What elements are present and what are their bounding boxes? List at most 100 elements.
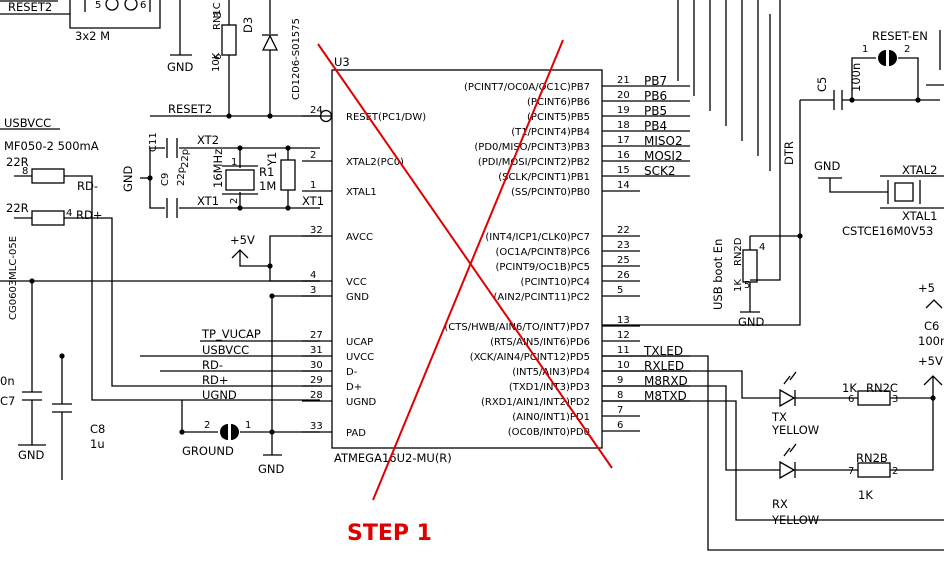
rn1c-val: 10K: [211, 52, 222, 72]
c7-ref: C7: [0, 394, 15, 408]
chip-right-pin-num: 19: [617, 105, 630, 116]
rn2c-ref: RN2C: [866, 381, 898, 395]
chip-right-pin-name: (PCINT7/OC0A/OC1C)PB7: [464, 82, 590, 93]
plus5v-right-2: +5V: [918, 354, 943, 368]
chip-left-pin-num: 24: [310, 105, 323, 116]
chip-right-net-label: PB5: [644, 104, 667, 118]
chip-left-pin-name: GND: [346, 292, 369, 303]
r1-ref: R1: [259, 165, 274, 179]
chip-right-pin-num: 23: [617, 240, 630, 251]
rn2b-pin7: 7: [848, 466, 854, 477]
strike-through-mark: [317, 39, 613, 501]
chip-right-pin-name: (PCINT9/OC1B)PC5: [495, 262, 590, 273]
chip-right-pin-name: (PDI/MOSI/PCINT2)PB2: [478, 157, 590, 168]
xtal1-right-label: XTAL1: [902, 209, 937, 223]
chip-right-net-label: PB4: [644, 119, 667, 133]
rn3a-pin8: 8: [22, 166, 28, 177]
c9-ref: C9: [160, 173, 171, 186]
rn2d-val: 1K: [733, 279, 744, 292]
chip-right-pin-num: 26: [617, 270, 630, 281]
chip-right-net-label: PB7: [644, 74, 667, 88]
chip-right-net-label: M8RXD: [644, 374, 688, 388]
chip-left-pin-name: XTAL1: [346, 187, 377, 198]
chip-left-pin-num: 28: [310, 390, 323, 401]
chip-ref: U3: [334, 55, 350, 69]
chip-left-pin-name: D+: [346, 382, 362, 393]
reset-en-pin1: 1: [862, 44, 868, 55]
chip-right-pin-name: (AIN2/PCINT11)PC2: [494, 292, 590, 303]
chip-left-pin-name: UCAP: [346, 337, 373, 348]
chip-right-net-label: M8TXD: [644, 389, 687, 403]
chip-left-pin-name: XTAL2(PC0): [346, 157, 404, 168]
chip-right-pin-num: 22: [617, 225, 630, 236]
gnd-label: GND: [18, 448, 45, 462]
ground-jumper-label: GROUND: [182, 444, 234, 458]
esd-label: CG0603MLC-05E: [8, 236, 19, 320]
c11-ref: C11: [148, 132, 159, 152]
chip-right-pin-num: 25: [617, 255, 630, 266]
tx-led: TX YELLOW: [771, 371, 819, 437]
rn2c-val: 1K: [842, 381, 857, 395]
net-rd-minus-left: RD-: [77, 179, 98, 193]
rn2b-ref: RN2B: [856, 451, 888, 465]
rn3d-pin4: 4: [66, 208, 72, 219]
rx-led: RX YELLOW: [771, 443, 819, 527]
dtr-label: DTR: [782, 141, 796, 165]
c6-ref: C6: [924, 319, 939, 333]
y1-pin2: 2: [229, 198, 240, 204]
xt1-right-label: XT1: [302, 194, 324, 208]
chip-right-pin-num: 8: [617, 390, 623, 401]
ground-jp-pin1: 1: [245, 420, 251, 431]
chip-right-net-label: RXLED: [644, 359, 684, 373]
c6-val: 100n: [918, 334, 944, 348]
chip-right-pin-name: (PCINT10)PC4: [521, 277, 590, 288]
c7-val: 0n: [0, 374, 15, 388]
rx-led-color: YELLOW: [771, 513, 819, 527]
ground-jumper: 2 1 GROUND: [182, 420, 251, 458]
chip-left-pin-name: UGND: [346, 397, 377, 408]
chip-right-pin-name: (PCINT5)PB5: [527, 112, 590, 123]
net-tp-vucap: TP_VUCAP: [201, 327, 261, 341]
chip-right-pin-name: (AIN0/INT1)PD1: [512, 412, 590, 423]
chip-left-pin-name: AVCC: [346, 232, 373, 243]
chip-right-pin-name: (PD0/MISO/PCINT3)PB3: [474, 142, 590, 153]
chip-left-pin-num: 31: [310, 345, 323, 356]
c9-val: 22p: [176, 167, 187, 186]
usb-boot-label: USB boot En: [711, 239, 725, 310]
tx-led-label: TX: [771, 410, 787, 424]
rn2b-val: 1K: [858, 488, 873, 502]
chip-right-pin-num: 11: [617, 345, 630, 356]
diode-d3: D3 CD1206-S01575: [241, 0, 302, 116]
chip-part: ATMEGA16U2-MU(R): [334, 451, 452, 465]
c5-val: 100n: [849, 63, 863, 92]
chip-right-pin-num: 16: [617, 150, 630, 161]
chip-right-net-label: MOSI2: [644, 149, 683, 163]
c11-val: 22p: [180, 149, 191, 168]
chip-right-net-label: PB6: [644, 89, 667, 103]
fuse-label: MF050-2 500mA: [4, 139, 99, 153]
cstce-label: CSTCE16M0V53: [842, 224, 933, 238]
rn1c-ref: RN1C: [212, 2, 223, 30]
chip-left-pin-num: 30: [310, 360, 323, 371]
chip-left-pin-name: UVCC: [346, 352, 374, 363]
chip-right-net-label: MISO2: [644, 134, 683, 148]
chip-right-pin-name: (TXD1/INT3)PD3: [509, 382, 590, 393]
header-pin-6: 6: [140, 0, 146, 11]
resistor-rn3d: 4: [14, 208, 320, 387]
chip-left-pin-name: VCC: [346, 277, 367, 288]
chip-right-pin-name: (SCLK/PCINT1)PB1: [498, 172, 590, 183]
plus5v-label: +5V: [230, 233, 255, 247]
net-reset2: RESET2: [168, 102, 212, 116]
rn2d-pin5: 5: [744, 280, 750, 291]
rn3a-val: 22R: [6, 155, 29, 169]
chip-right-pin-num: 7: [617, 405, 623, 416]
chip-left-pin-num: 27: [310, 330, 323, 341]
chip-right-pin-num: 21: [617, 75, 630, 86]
chip-right-pin-num: 14: [617, 180, 630, 191]
chip-left-pin-num: 3: [310, 285, 316, 296]
net-rd-plus: RD+: [202, 373, 228, 387]
chip-left-pin-num: 33: [310, 421, 323, 432]
chip-right-pin-num: 10: [617, 360, 630, 371]
chip-right-pin-name: (INT4/ICP1/CLK0)PC7: [485, 232, 590, 243]
plus5v-avcc: +5V: [230, 233, 320, 282]
